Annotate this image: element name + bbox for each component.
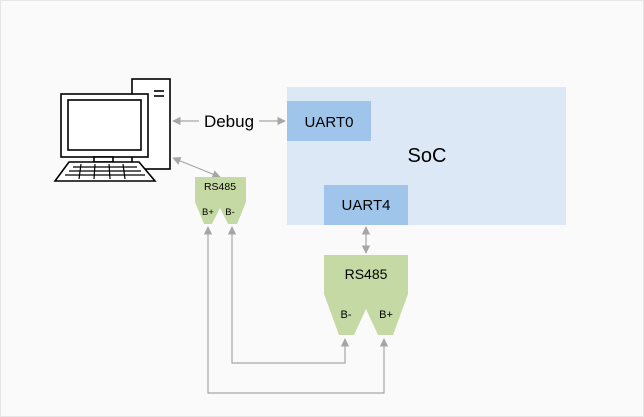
rs485-small-pin-left: B+: [202, 207, 214, 218]
bus-wire-b-plus: [203, 226, 389, 394]
rs485-large-pin-left: B-: [341, 309, 352, 321]
rs485-small-title: RS485: [204, 181, 236, 193]
soc-label: SoC: [408, 145, 447, 167]
uart4-block: [324, 185, 408, 225]
uart0-block: [287, 101, 371, 141]
uart0-label: UART0: [305, 114, 354, 131]
rs485-large-pin-right: B+: [379, 309, 393, 321]
rs485-small-block: [195, 177, 246, 224]
uart4-label: UART4: [342, 197, 391, 214]
rs485-small-pin-right: B-: [225, 207, 235, 218]
debug-label: Debug: [204, 112, 254, 131]
pc-rs485-connector: [172, 156, 221, 179]
rs485-large-title: RS485: [345, 266, 388, 282]
computer-icon: [53, 78, 171, 182]
